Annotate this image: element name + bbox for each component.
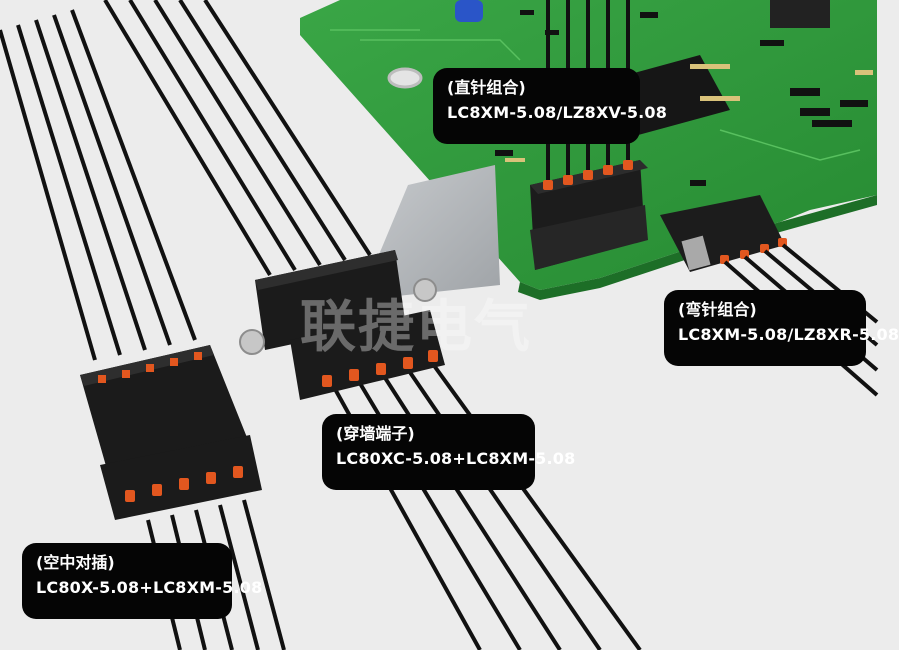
wires-feedthrough — [103, 0, 642, 650]
wires-inline — [0, 9, 286, 650]
label-inline-model: LC80X-5.08+LC8XM-5.08 — [36, 577, 263, 597]
mounting-hole — [387, 67, 423, 89]
label-feedthrough: (穿墙端子) LC80XC-5.08+LC8XM-5.08 — [322, 414, 576, 490]
inline-connector — [80, 345, 262, 520]
label-inline-mating: (空中对插) LC80X-5.08+LC8XM-5.08 — [22, 543, 263, 619]
label-feedthrough-model: LC80XC-5.08+LC8XM-5.08 — [336, 448, 576, 468]
blue-capacitor — [455, 0, 483, 22]
label-straight-title: (直针组合) — [447, 78, 526, 97]
label-inline-title: (空中对插) — [36, 553, 115, 572]
feedthrough-connector — [239, 250, 445, 400]
brand-watermark: 联捷电气 — [300, 295, 532, 360]
label-straight-combo: (直针组合) LC8XM-5.08/LZ8XV-5.08 — [433, 68, 668, 144]
label-right-angle-model: LC8XM-5.08/LZ8XR-5.08 — [678, 324, 899, 344]
label-feedthrough-title: (穿墙端子) — [336, 424, 415, 443]
straight-connector — [530, 160, 648, 270]
label-right-angle-title: (弯针组合) — [678, 300, 757, 319]
label-straight-model: LC8XM-5.08/LZ8XV-5.08 — [447, 102, 668, 122]
label-right-angle-combo: (弯针组合) LC8XM-5.08/LZ8XR-5.08 — [664, 290, 899, 366]
relay — [770, 0, 830, 28]
